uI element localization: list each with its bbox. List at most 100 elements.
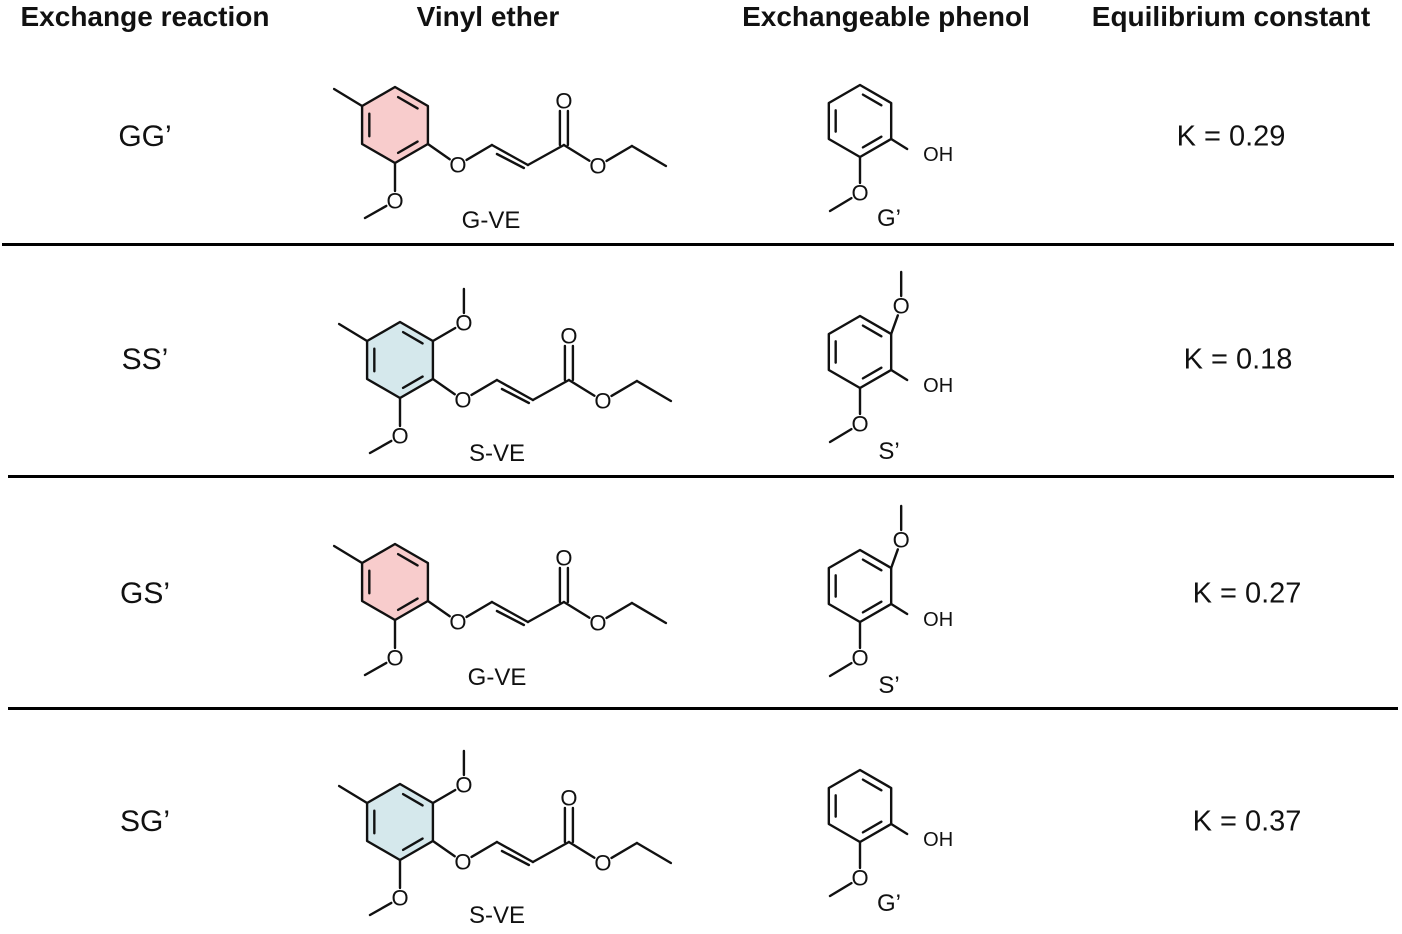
bond — [465, 143, 494, 162]
vinyl-double-bond — [490, 143, 530, 167]
bond — [363, 661, 388, 677]
phenol-label: S’ — [878, 672, 900, 699]
methoxy-oxygen: O — [851, 646, 868, 671]
hydroxyl-bond — [889, 602, 909, 616]
bond — [431, 839, 456, 858]
methoxy-oxygen: O — [851, 181, 868, 206]
methoxy-oxygen: O — [391, 886, 408, 911]
vinyl-ether-label: S-VE — [468, 902, 526, 929]
methoxy-oxygen: O — [455, 311, 472, 336]
vinyl-ether-label: G-VE — [461, 207, 521, 234]
hydroxyl-bond — [889, 368, 909, 382]
aromatic-double-bond — [861, 778, 883, 792]
bond — [526, 600, 566, 624]
bond — [465, 600, 494, 619]
bond — [426, 599, 451, 618]
bond — [526, 143, 566, 167]
bond — [431, 788, 457, 805]
aromatic-double-bond — [396, 140, 419, 155]
bond — [889, 548, 900, 570]
bond — [470, 378, 499, 397]
bond — [431, 326, 457, 343]
guaiacyl-vinyl-ether-molecule: O O O O — [332, 85, 668, 220]
aromatic-double-bond — [861, 366, 883, 380]
bond — [567, 840, 596, 859]
oxygen-atom: O — [454, 850, 471, 875]
oxygen-atom: O — [454, 388, 471, 413]
aromatic-double-bond — [861, 558, 883, 572]
carbonyl-oxygen: O — [555, 89, 572, 114]
bond — [363, 204, 388, 220]
methyl-bond — [337, 322, 369, 343]
aromatic-double-bond — [401, 330, 424, 345]
ester-oxygen: O — [594, 389, 611, 414]
carbonyl-oxygen: O — [560, 786, 577, 811]
header-exchange-reaction: Exchange reaction — [20, 1, 270, 32]
oxygen-atom: O — [449, 153, 466, 178]
bond — [605, 144, 634, 163]
methoxy-oxygen: O — [851, 866, 868, 891]
hydroxyl-group: OH — [923, 144, 953, 166]
aromatic-double-bond — [861, 600, 883, 614]
vinyl-double-bond-inner — [500, 849, 531, 867]
bond — [562, 600, 591, 619]
row-separator — [8, 475, 1394, 478]
bond — [531, 840, 571, 864]
bond — [368, 901, 393, 917]
equilibrium-constant-value: K = 0.18 — [1183, 343, 1293, 376]
aromatic-double-bond — [401, 792, 424, 807]
methoxy-oxygen: O — [386, 646, 403, 671]
aromatic-double-bond — [861, 324, 883, 338]
bond — [828, 661, 853, 678]
methoxy-oxygen: O — [851, 412, 868, 437]
oxygen-atom: O — [449, 610, 466, 635]
ethyl-bond — [635, 841, 673, 865]
hydroxyl-bond — [889, 137, 909, 151]
carbonyl-oxygen: O — [560, 324, 577, 349]
exchange-reaction-label: SG’ — [119, 805, 170, 838]
aromatic-double-bond — [861, 820, 883, 834]
bond — [470, 840, 499, 859]
vinyl-double-bond — [490, 600, 530, 624]
vinyl-ether-structure: O O O O — [332, 85, 668, 220]
bond — [605, 601, 634, 620]
phenol-structure: OH O — [827, 83, 953, 213]
benzene-ring — [827, 768, 893, 844]
vinyl-double-bond-inner — [495, 152, 526, 170]
row-separator — [2, 243, 1394, 246]
aromatic-double-bond — [396, 597, 419, 612]
methyl-bond — [332, 87, 364, 108]
bond — [562, 143, 591, 162]
bond — [610, 379, 639, 398]
phenol-label: G’ — [877, 890, 901, 917]
exchange-reaction-label: GS’ — [119, 577, 170, 610]
methoxy-oxygen: O — [893, 528, 910, 553]
ester-oxygen: O — [589, 154, 606, 179]
methyl-bond — [337, 784, 369, 805]
vinyl-ether-label: S-VE — [468, 440, 526, 467]
header-equilibrium-constant: Equilibrium constant — [1091, 1, 1371, 32]
equilibrium-constant-value: K = 0.37 — [1192, 805, 1302, 838]
aromatic-double-bond — [396, 95, 419, 110]
phenol-label: S’ — [878, 438, 900, 465]
bond — [431, 377, 456, 396]
hydroxyl-bond — [889, 822, 909, 836]
bond — [567, 378, 596, 397]
bond — [828, 427, 853, 444]
hydroxyl-group: OH — [923, 829, 953, 851]
ethyl-bond — [630, 144, 668, 168]
methoxy-oxygen: O — [386, 189, 403, 214]
equilibrium-constant-value: K = 0.29 — [1176, 120, 1286, 153]
bond — [531, 378, 571, 402]
